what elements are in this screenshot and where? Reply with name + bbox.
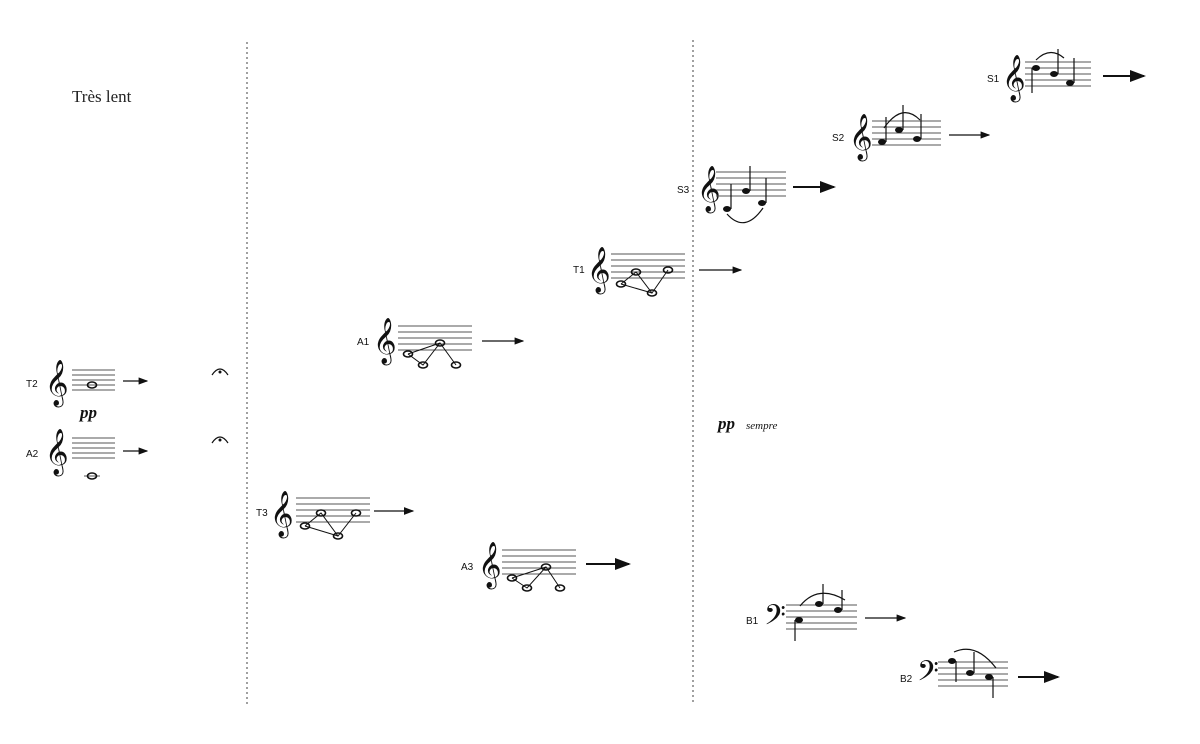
note-head: [662, 266, 674, 274]
note-head: [86, 472, 98, 480]
fermata-icon: [211, 436, 229, 444]
note-head: [878, 139, 886, 145]
fermata-icon: [211, 368, 229, 376]
note-head: [795, 617, 803, 623]
note-head: [815, 601, 823, 607]
voice-label-a1: A1: [357, 337, 370, 348]
note-head: [350, 509, 362, 517]
note-head: [1066, 80, 1074, 86]
note-head: [742, 188, 750, 194]
note-head: [521, 584, 533, 592]
slur: [883, 112, 921, 129]
treble-clef-icon: 𝄞: [587, 247, 611, 295]
note-head: [895, 127, 903, 133]
staff-s2: S2 𝄞: [832, 105, 991, 162]
voice-label-s1: S1: [987, 74, 1000, 85]
note-head: [434, 339, 446, 347]
voice-label-s2: S2: [832, 133, 845, 144]
treble-clef-icon: 𝄞: [1002, 55, 1026, 103]
treble-clef-icon: 𝄞: [697, 166, 721, 214]
note-head: [86, 381, 98, 389]
treble-clef-icon: 𝄞: [478, 542, 502, 590]
note-head: [723, 206, 731, 212]
note-head: [417, 361, 429, 369]
note-head: [299, 522, 311, 530]
staff-b2: B2 𝄢: [900, 648, 1060, 698]
note-head: [540, 563, 552, 571]
staff-b1: B1 𝄢: [746, 584, 907, 641]
staff-a2: A2 𝄞: [26, 429, 149, 480]
note-head: [948, 658, 956, 664]
voice-label-b2: B2: [900, 674, 913, 685]
glissando-line: [304, 512, 357, 537]
bass-clef-icon: 𝄢: [764, 599, 786, 639]
bass-clef-icon: 𝄢: [917, 655, 939, 695]
voice-label-t2: T2: [26, 379, 38, 390]
voice-label-t1: T1: [573, 265, 585, 276]
note-head: [646, 289, 658, 297]
note-head: [554, 584, 566, 592]
note-head: [913, 136, 921, 142]
svg-text:sempre: sempre: [746, 420, 777, 432]
voice-label-b1: B1: [746, 616, 759, 627]
voice-label-a2: A2: [26, 449, 39, 460]
slur: [799, 592, 846, 607]
note-head: [834, 607, 842, 613]
note-head: [450, 361, 462, 369]
staff-a1: A1 𝄞: [357, 318, 525, 369]
note-head: [1032, 65, 1040, 71]
svg-text:pp: pp: [716, 414, 735, 433]
note-head: [615, 280, 627, 288]
staff-t2: T2 𝄞: [26, 360, 149, 408]
note-head: [966, 670, 974, 676]
staff-s1: S1 𝄞: [987, 49, 1146, 103]
voice-label-t3: T3: [256, 508, 268, 519]
note-head: [402, 350, 414, 358]
note-head: [1050, 71, 1058, 77]
note-head: [332, 532, 344, 540]
treble-clef-icon: 𝄞: [849, 114, 873, 162]
dynamic-pp-left: pp: [78, 403, 97, 422]
staff-a3: A3 𝄞: [461, 542, 631, 592]
treble-clef-icon: 𝄞: [45, 360, 69, 408]
voice-label-a3: A3: [461, 562, 474, 573]
treble-clef-icon: 𝄞: [270, 491, 294, 539]
glissando-line: [620, 269, 669, 294]
treble-clef-icon: 𝄞: [373, 318, 397, 366]
dynamic-pp-sempre: pp sempre: [716, 414, 777, 433]
note-head: [315, 509, 327, 517]
note-head: [506, 574, 518, 582]
note-head: [985, 674, 993, 680]
staff-t1: T1 𝄞: [573, 247, 743, 297]
tempo-marking: Très lent: [72, 87, 132, 106]
treble-clef-icon: 𝄞: [45, 429, 69, 477]
note-head: [758, 200, 766, 206]
staff-t3: T3 𝄞: [256, 491, 415, 540]
note-head: [630, 268, 642, 276]
slur: [726, 207, 764, 224]
voice-label-s3: S3: [677, 185, 690, 196]
slur: [953, 648, 997, 669]
staff-s3: S3 𝄞: [677, 166, 836, 224]
slur: [1035, 51, 1065, 61]
